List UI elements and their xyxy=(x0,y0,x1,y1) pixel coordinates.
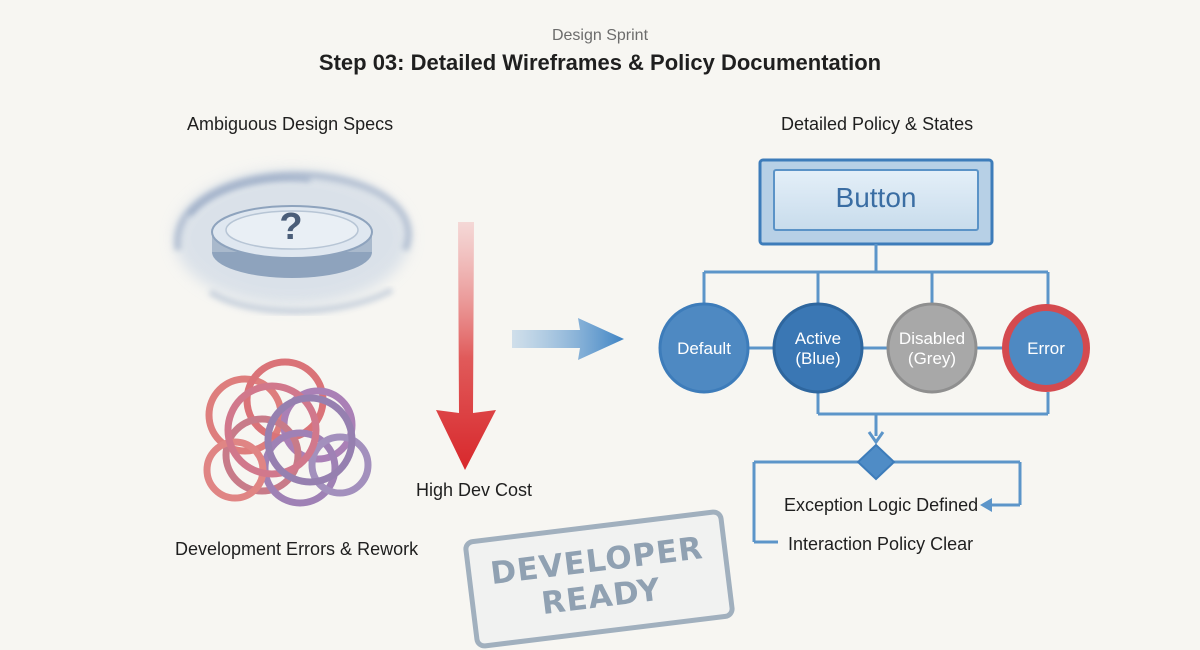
state-error xyxy=(1009,311,1083,385)
cost-arrow-icon xyxy=(436,222,496,470)
tangle-icon xyxy=(203,358,372,507)
ambiguous-button-icon xyxy=(211,205,373,278)
exception-label: Exception Logic Defined xyxy=(784,495,979,515)
state-default xyxy=(658,302,750,394)
ambiguous-specs-heading: Ambiguous Design Specs xyxy=(187,114,394,134)
cost-label: High Dev Cost xyxy=(416,480,533,500)
errors-caption: Development Errors & Rework xyxy=(175,539,419,559)
decision-diamond xyxy=(856,443,896,481)
state-disabled-label: Disabled xyxy=(899,329,965,348)
state-active xyxy=(772,302,864,394)
page-eyebrow: Design Sprint xyxy=(551,27,649,44)
state-default-label: Default xyxy=(677,339,731,358)
button-label: Button xyxy=(836,182,917,213)
state-active-label: Active xyxy=(795,329,841,348)
state-disabled-sublabel: (Grey) xyxy=(908,349,956,368)
exception-arrow-head xyxy=(980,498,992,512)
button-spec-box xyxy=(758,158,994,246)
transform-arrow-icon xyxy=(512,318,624,360)
policy-clear-label: Interaction Policy Clear xyxy=(788,534,974,554)
question-mark: ? xyxy=(279,206,302,248)
page-title: Step 03: Detailed Wireframes & Policy Do… xyxy=(318,50,882,75)
state-disabled xyxy=(886,302,978,394)
state-active-sublabel: (Blue) xyxy=(795,349,840,368)
state-tree-connectors xyxy=(702,244,1050,544)
state-error-label: Error xyxy=(1027,339,1065,358)
policy-heading: Detailed Policy & States xyxy=(781,114,974,134)
